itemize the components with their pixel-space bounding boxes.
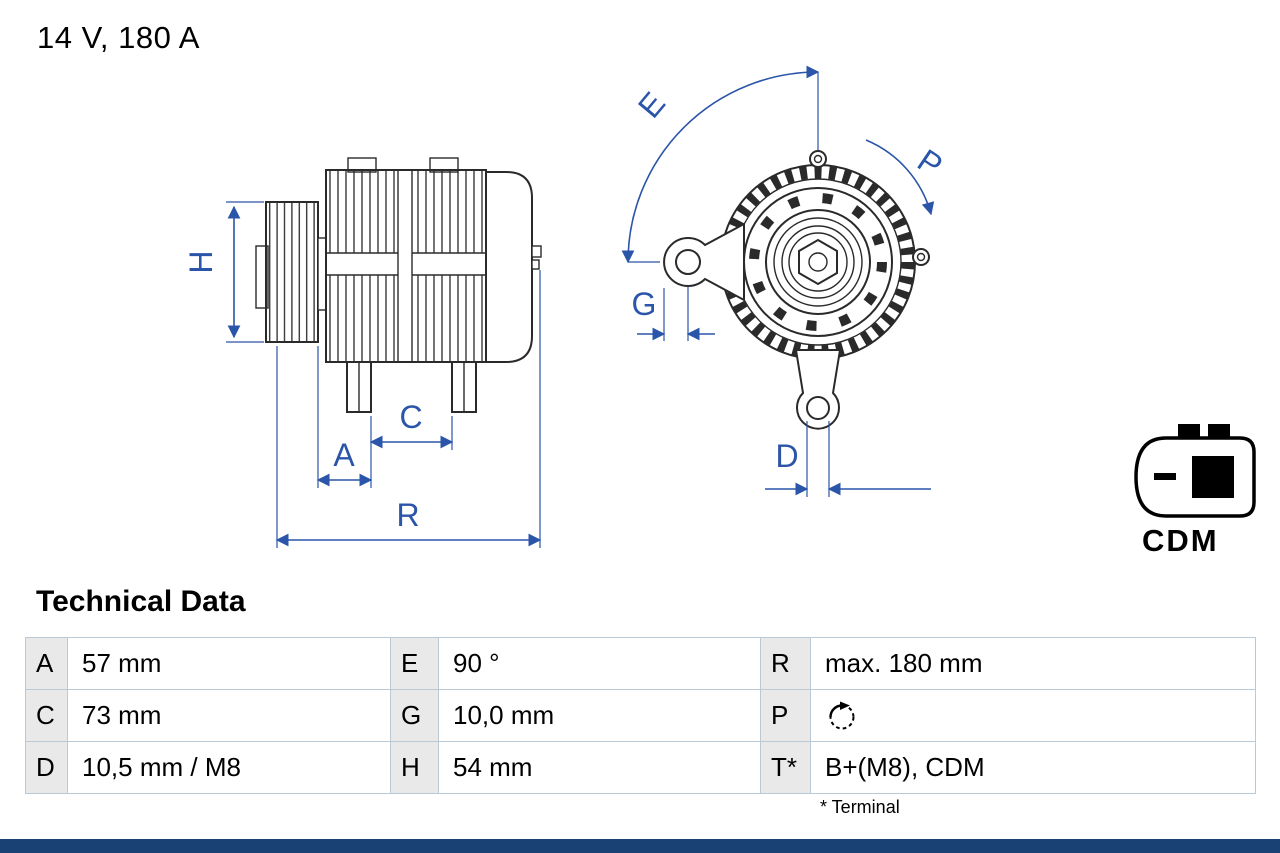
spec-key-P: P (760, 689, 811, 742)
spec-key-R: R (760, 637, 811, 690)
spec-key-T: T* (760, 741, 811, 794)
spec-value-A: 57 mm (67, 637, 391, 690)
spec-key-E: E (390, 637, 439, 690)
spec-value-D: 10,5 mm / M8 (67, 741, 391, 794)
minus-terminal-icon (1154, 473, 1176, 480)
dim-label-E: E (631, 85, 672, 124)
rotation-direction-icon (829, 701, 855, 730)
spec-value-T: B+(M8), CDM (810, 741, 1256, 794)
spec-key-A: A (25, 637, 68, 690)
table-row: D 10,5 mm / M8 H 54 mm T* B+(M8), CDM (25, 741, 1256, 794)
spec-key-G: G (390, 689, 439, 742)
table-row: A 57 mm E 90 ° R max. 180 mm (25, 637, 1256, 690)
spec-key-D: D (25, 741, 68, 794)
connector-type-label: CDM (1142, 523, 1219, 558)
table-row: C 73 mm G 10,0 mm P (25, 689, 1256, 742)
spec-value-C: 73 mm (67, 689, 391, 742)
spec-value-H: 54 mm (438, 741, 761, 794)
spec-value-P (810, 689, 1256, 742)
product-rating: 14 V, 180 A (37, 20, 200, 55)
alternator-side-view (255, 157, 542, 413)
bottom-bar (0, 839, 1280, 853)
dim-label-R: R (396, 497, 419, 533)
spec-key-H: H (390, 741, 439, 794)
spec-value-E: 90 ° (438, 637, 761, 690)
signal-pin-icon (1192, 456, 1234, 498)
technical-data-heading: Technical Data (36, 585, 246, 618)
alternator-front-view (663, 150, 930, 430)
spec-key-C: C (25, 689, 68, 742)
dim-label-G: G (632, 286, 657, 322)
dim-label-C: C (399, 399, 422, 435)
dim-label-D: D (775, 438, 798, 474)
technical-drawing: H A C R E G (183, 65, 1256, 558)
technical-data-table: A 57 mm E 90 ° R max. 180 mm C 73 mm G 1… (25, 637, 1256, 794)
spec-value-G: 10,0 mm (438, 689, 761, 742)
spec-value-R: max. 180 mm (810, 637, 1256, 690)
dim-label-A: A (333, 437, 355, 473)
connector-pinout-icon: CDM (1134, 424, 1256, 558)
dim-label-H: H (183, 250, 219, 273)
dim-label-P: P (911, 142, 949, 184)
terminal-footnote: * Terminal (820, 797, 900, 817)
